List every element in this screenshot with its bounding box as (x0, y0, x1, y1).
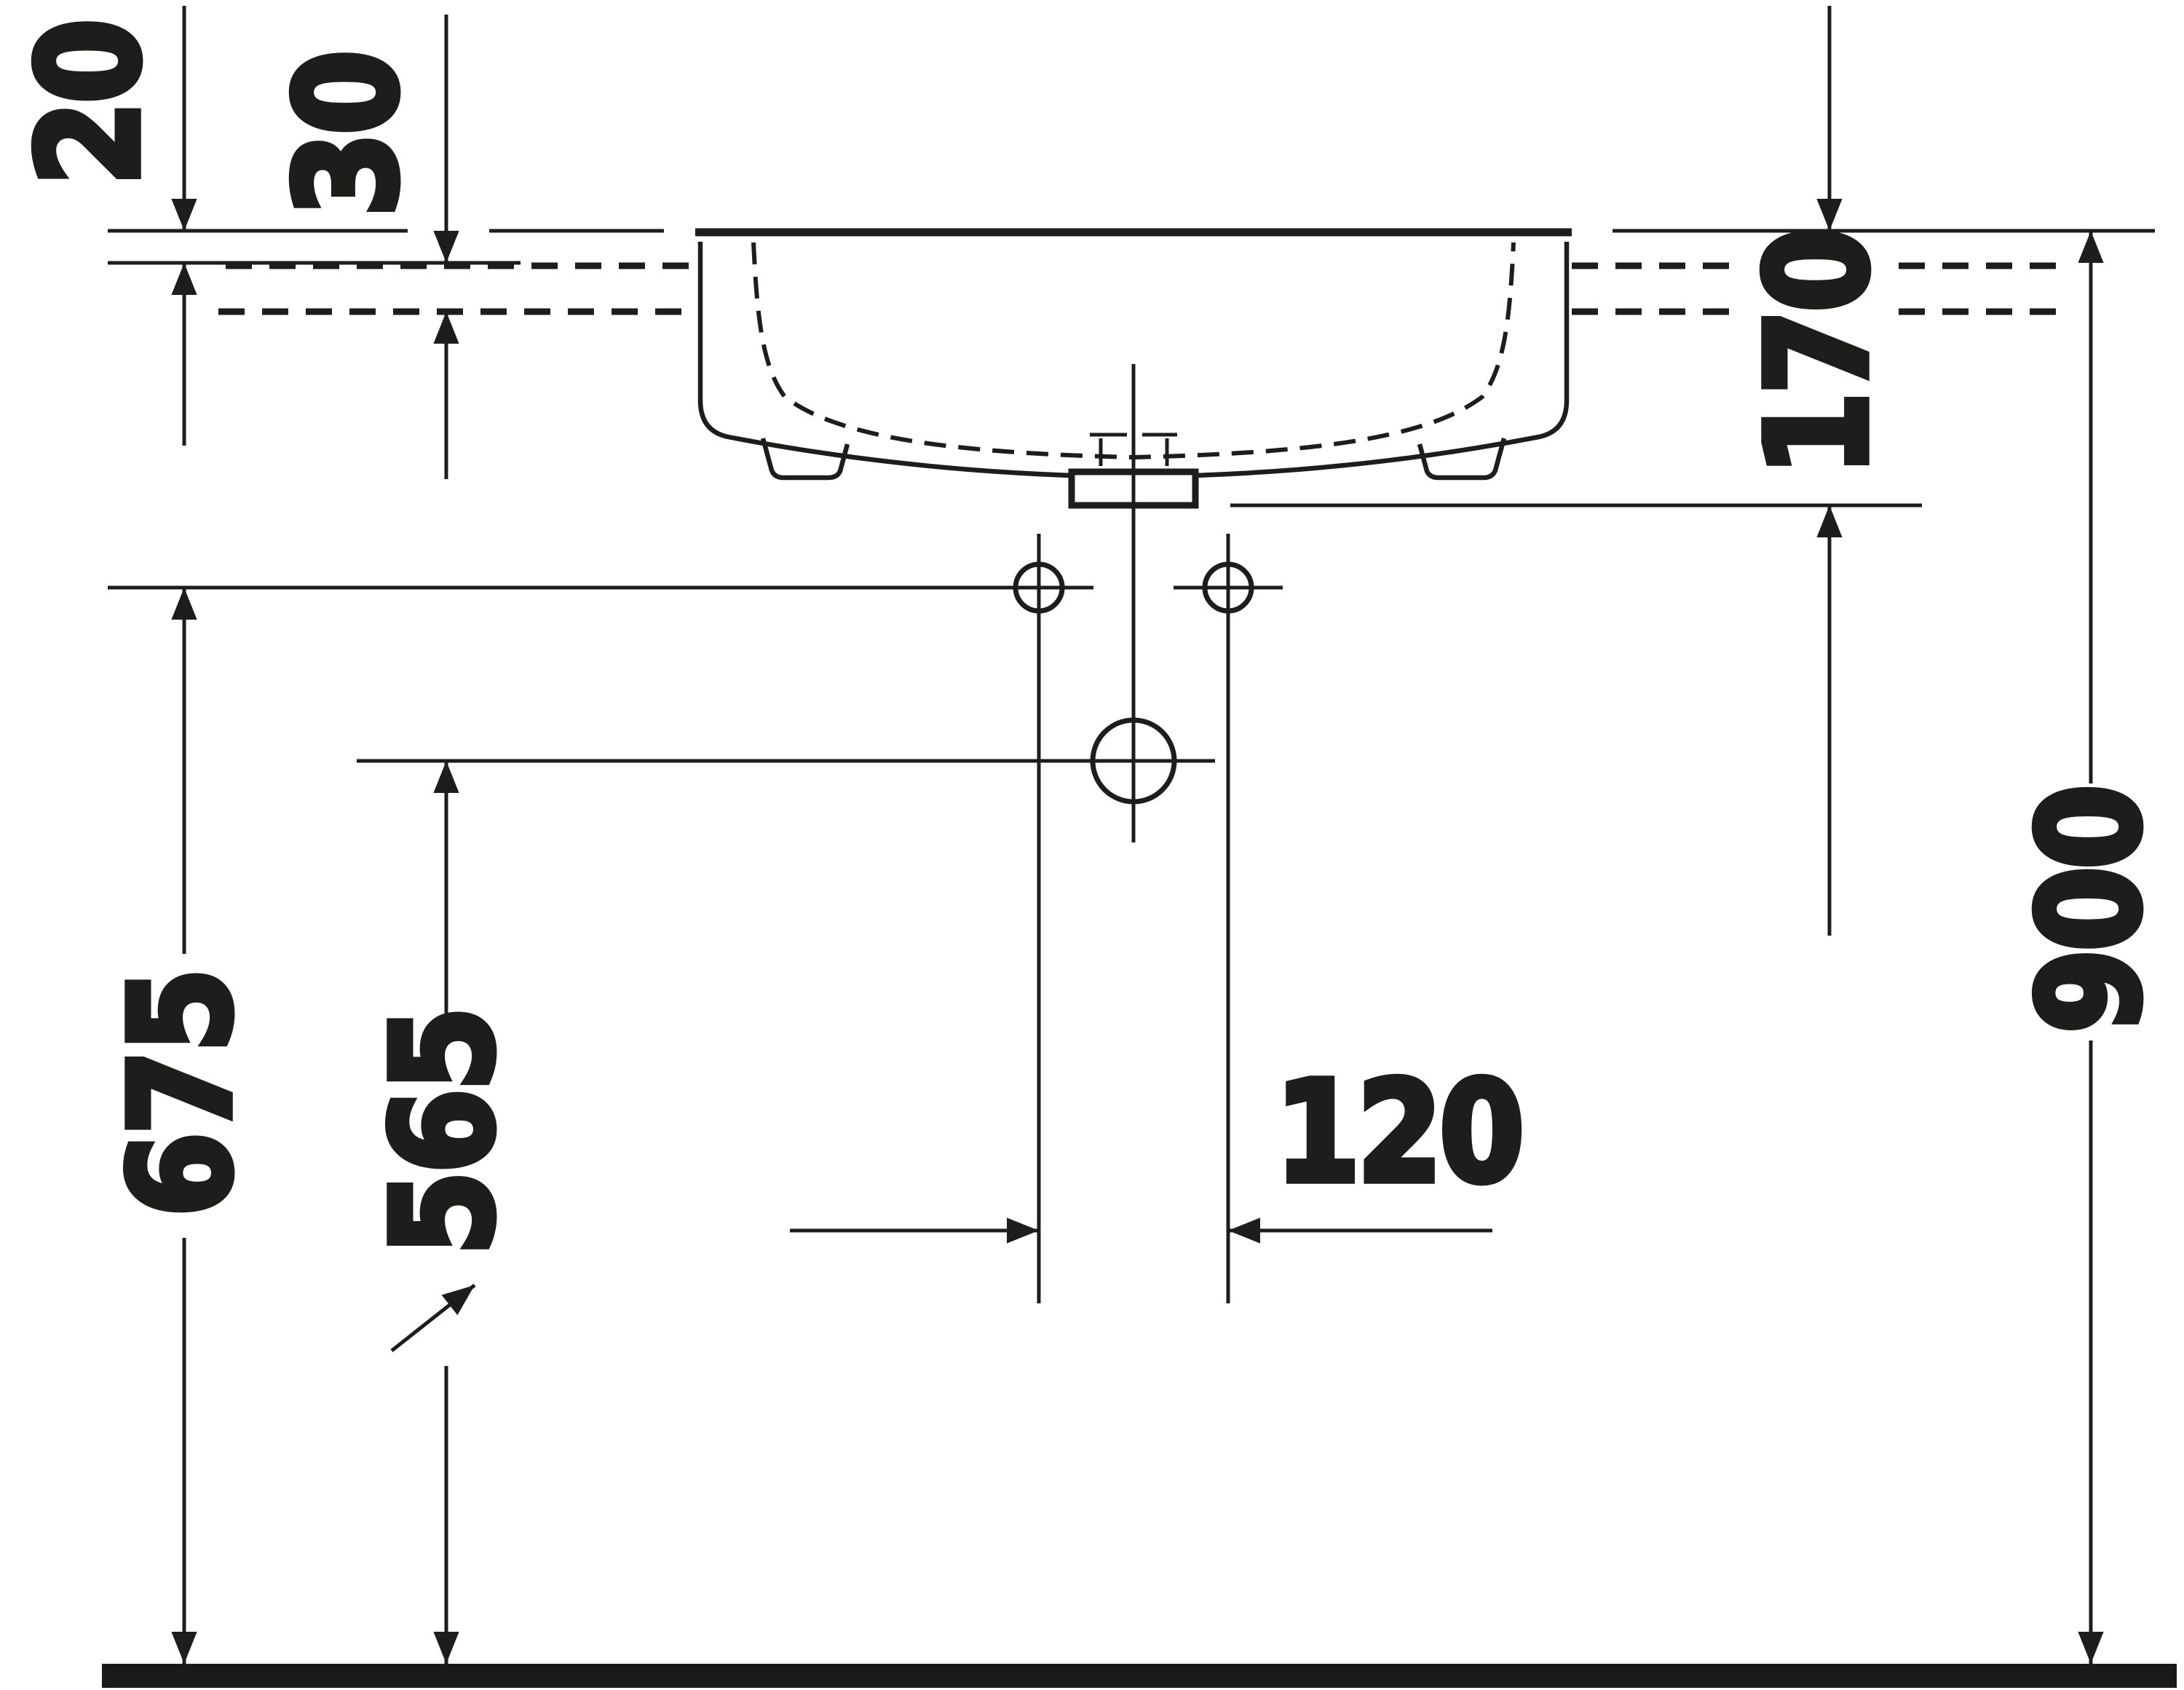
basin-foot-left (760, 438, 850, 481)
wall-holes (1013, 534, 1254, 1303)
basin-foot-right (1417, 438, 1507, 481)
fixing-hole-left (1013, 561, 1065, 614)
overflow-stubs (1099, 438, 1169, 466)
dimension-label-170: 170 (1738, 230, 1899, 476)
dimension-label-565: 565 (364, 1009, 525, 1255)
dimension-label-20: 20 (10, 21, 171, 186)
dimension-label-675: 675 (102, 971, 263, 1217)
floor-line (102, 1664, 2177, 1688)
dimension-lines (171, 6, 2104, 1664)
dim-565-leader-arrow (390, 1284, 476, 1352)
washbasin-side-profile (695, 228, 1572, 710)
dimension-label-120: 120 (1275, 1053, 1522, 1214)
fixing-hole-right (1202, 561, 1254, 614)
dimension-label-900: 900 (2011, 787, 2172, 1033)
dimension-labels: 20 30 170 675 565 120 900 (7, 17, 2175, 1258)
dimension-label-30: 30 (268, 52, 429, 217)
